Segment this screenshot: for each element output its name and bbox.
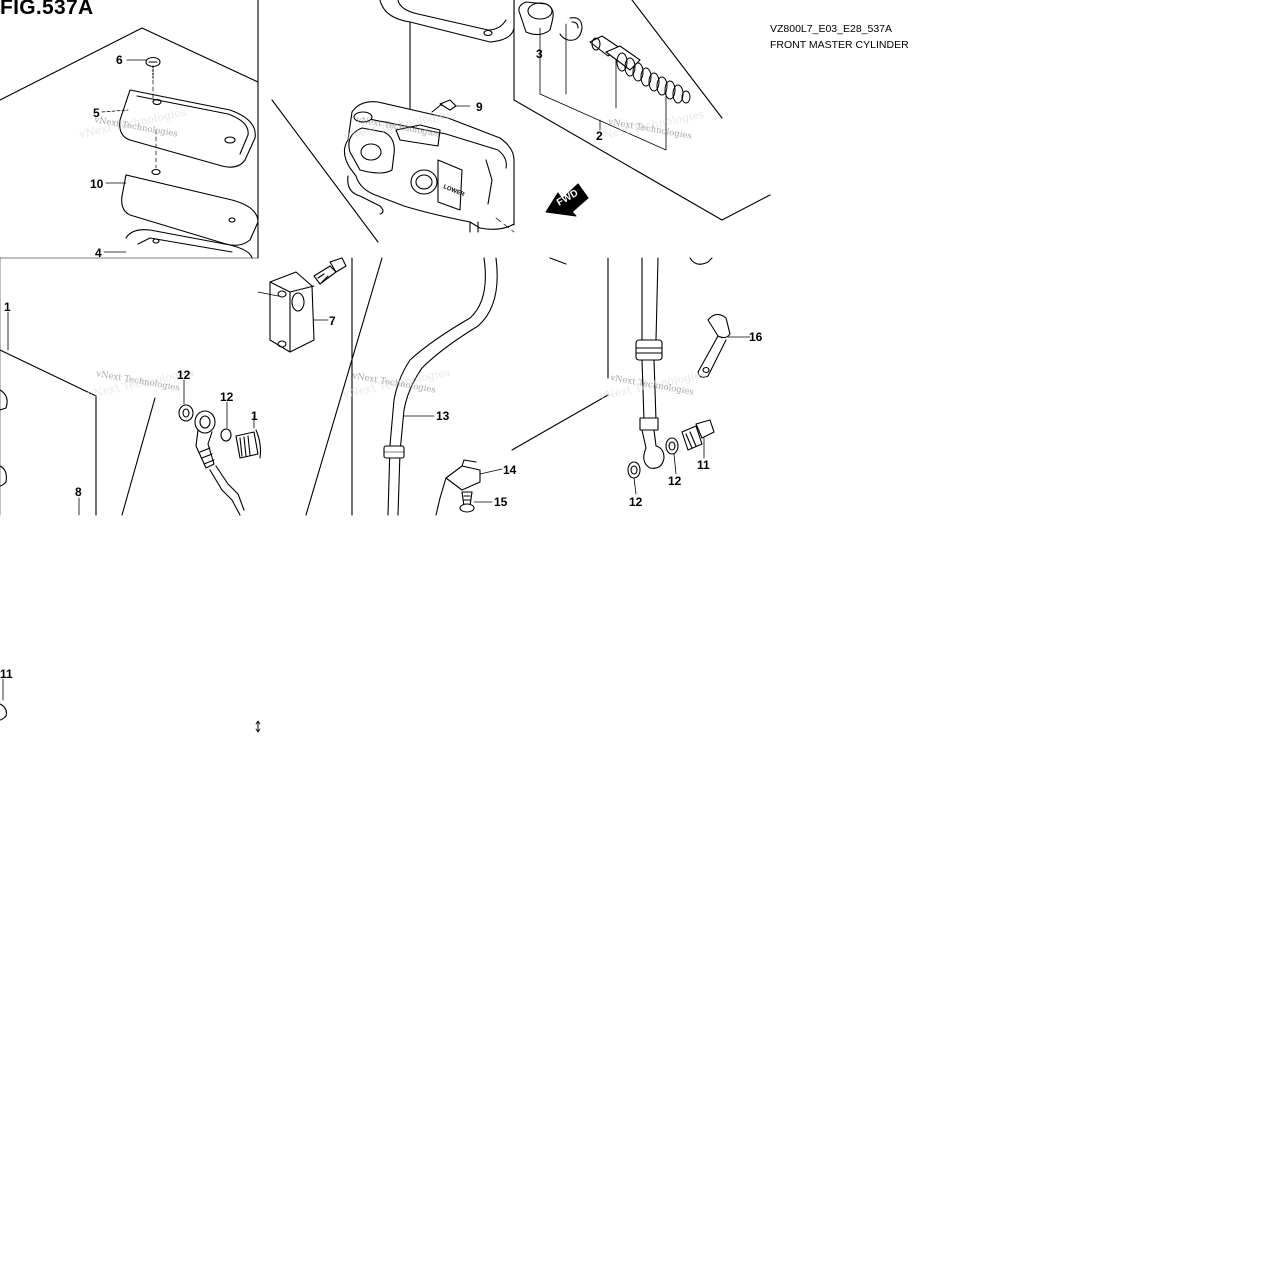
union-bolt-right <box>681 419 715 451</box>
figure-code: VZ800L7_E03_E28_537A <box>770 23 893 35</box>
piston-cup-3 <box>518 1 554 36</box>
screw-6 <box>145 56 161 99</box>
hose-clip-16 <box>689 257 731 378</box>
callout-12b: 12 <box>220 390 234 404</box>
callout-15: 15 <box>494 495 508 509</box>
callout-12d: 12 <box>629 495 643 509</box>
bolt-15 <box>459 491 475 513</box>
holder-clamp-7 <box>269 271 315 353</box>
brake-hose-13 <box>383 257 498 516</box>
callout-6: 6 <box>116 53 123 67</box>
washers-right <box>627 437 679 479</box>
hose-union-left <box>178 404 245 516</box>
callout-9: 9 <box>476 100 483 114</box>
reservoir-cap <box>119 89 256 168</box>
left-edge-parts <box>0 389 8 721</box>
figure-title: FIG.537A <box>0 0 94 19</box>
diaphragm-plate <box>121 129 259 246</box>
forward-arrow: FWD <box>545 183 589 217</box>
callout-1b: 1 <box>251 409 258 423</box>
callout-7: 7 <box>329 314 336 328</box>
callout-1: 1 <box>4 300 11 314</box>
union-bolt-left <box>235 429 262 459</box>
callout-5: 5 <box>93 106 100 120</box>
callout-13: 13 <box>436 409 450 423</box>
reservoir-diaphragm <box>125 229 253 259</box>
hose-clamp-14 <box>435 459 481 516</box>
clamp-bolt <box>313 257 347 285</box>
panel-borders <box>0 0 771 516</box>
master-cylinder-body: LOWER <box>343 0 515 233</box>
callout-12c: 12 <box>668 474 682 488</box>
brake-hose-right <box>635 257 665 469</box>
callout-16: 16 <box>749 330 763 344</box>
bottom-mark <box>255 720 261 733</box>
callout-4: 4 <box>95 246 102 260</box>
callout-numbers: 6 5 10 4 3 2 9 7 1 12 12 1 8 13 14 15 16… <box>0 47 763 681</box>
callout-14: 14 <box>503 463 517 477</box>
callout-8: 8 <box>75 485 82 499</box>
callout-3: 3 <box>536 47 543 61</box>
screw-9 <box>431 99 457 113</box>
piston-assembly-2 <box>589 35 691 104</box>
callout-12a: 12 <box>177 368 191 382</box>
leader-lines <box>2 23 751 701</box>
callout-11: 11 <box>697 458 710 472</box>
circlip <box>559 17 583 41</box>
callout-11b: 11 <box>0 667 13 681</box>
figure-name: FRONT MASTER CYLINDER <box>770 39 909 51</box>
callout-2: 2 <box>596 129 603 143</box>
callout-10: 10 <box>90 177 104 191</box>
